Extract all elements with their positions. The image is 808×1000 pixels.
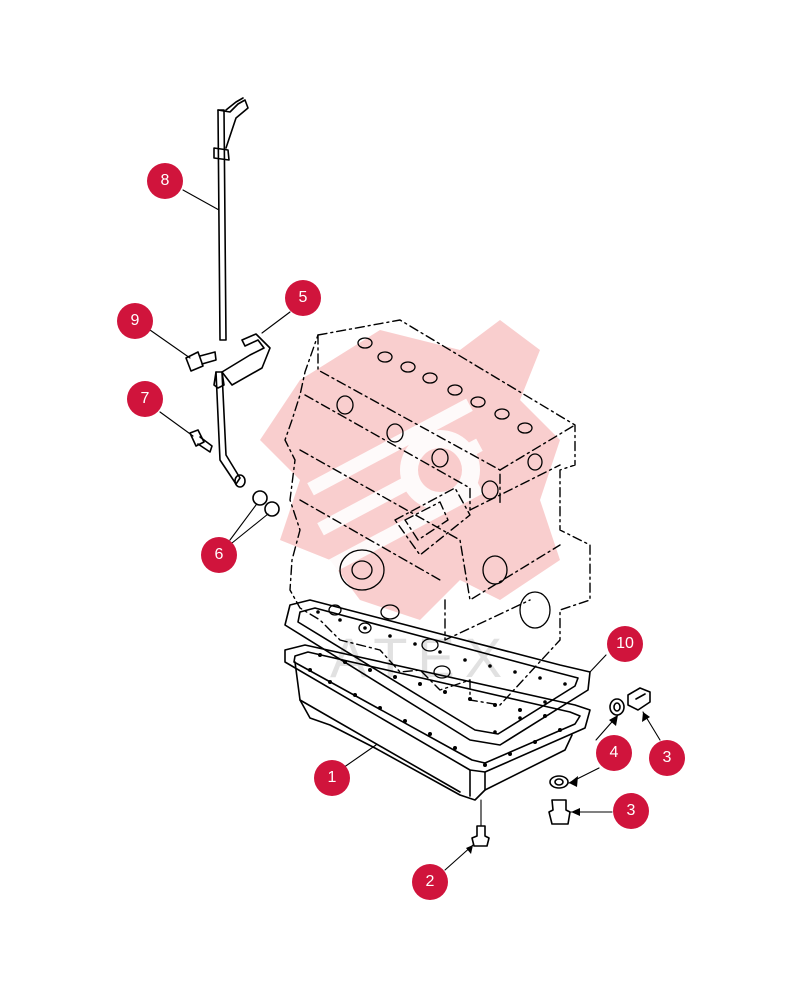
callout-2[interactable]: 2 [412,864,448,900]
callout-3-lower[interactable]: 3 [613,793,649,829]
dipstick-bracket [221,333,271,386]
callout-9[interactable]: 9 [117,303,153,339]
cylinder-head-holes [328,337,551,679]
arrow-heads [466,712,650,854]
gasket-holes [316,610,567,734]
o-rings [252,490,280,517]
drain-plug-lower [548,775,571,825]
dipstick [213,97,249,341]
oil-pan-gasket [284,599,591,746]
callout-1[interactable]: 1 [314,760,350,796]
callout-6[interactable]: 6 [201,537,237,573]
bolt-7 [189,429,213,453]
callout-8[interactable]: 8 [147,163,183,199]
callout-3-upper[interactable]: 3 [649,740,685,776]
leader-lines [149,189,661,871]
oil-pan [284,644,591,801]
callout-4[interactable]: 4 [596,735,632,771]
oil-pan-bolt [471,825,490,847]
drain-plug-upper [609,687,651,716]
engine-block-phantom [284,319,591,706]
dipstick-guide-tube [213,371,246,488]
callout-10[interactable]: 10 [607,626,643,662]
bolt-9 [185,351,217,372]
callout-5[interactable]: 5 [285,280,321,316]
callout-7[interactable]: 7 [127,381,163,417]
oil-pan-bolt-holes [308,653,562,767]
